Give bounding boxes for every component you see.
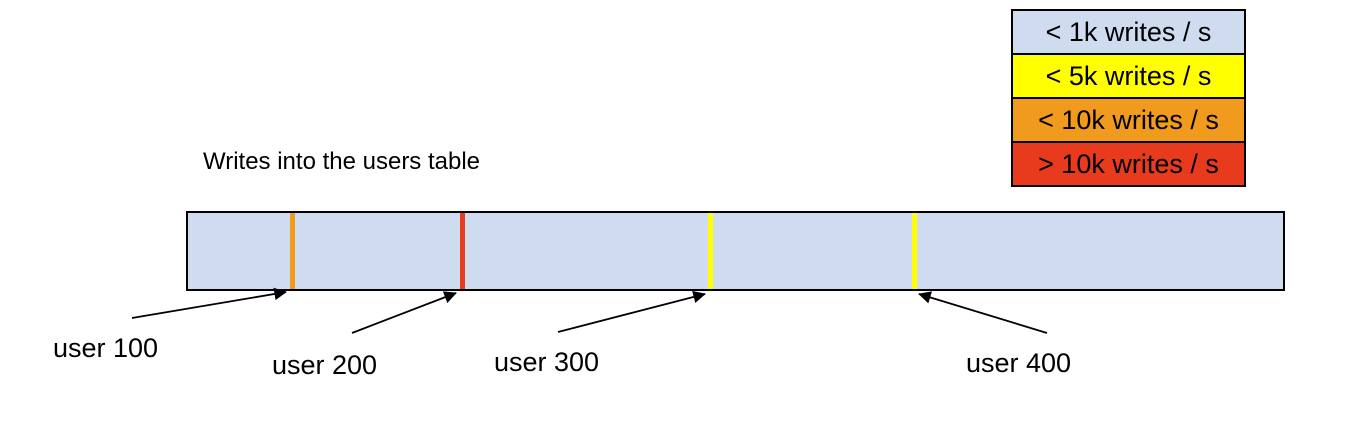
arrow-user-400 xyxy=(918,291,1048,334)
label-user-100: user 100 xyxy=(53,333,159,363)
legend-label-lt-5k: < 5k writes / s xyxy=(1045,60,1212,91)
legend-label-lt-1k: < 1k writes / s xyxy=(1045,16,1212,47)
write-hotspot-user-200 xyxy=(460,213,465,289)
legend-label-gt-10k: > 10k writes / s xyxy=(1038,148,1219,179)
write-hotspot-user-400 xyxy=(912,213,917,289)
users-table-band xyxy=(186,211,1285,291)
write-hotspot-user-300 xyxy=(708,213,713,289)
arrow-user-100 xyxy=(131,287,287,319)
legend-item-gt-10k: > 10k writes / s xyxy=(1011,141,1246,187)
legend-item-lt-5k: < 5k writes / s xyxy=(1011,53,1246,99)
legend-label-lt-10k: < 10k writes / s xyxy=(1038,104,1219,135)
label-user-200: user 200 xyxy=(272,350,378,380)
legend: < 1k writes / s < 5k writes / s < 10k wr… xyxy=(1011,9,1246,187)
write-hotspot-user-100 xyxy=(290,213,295,289)
legend-item-lt-1k: < 1k writes / s xyxy=(1011,9,1246,55)
label-user-400: user 400 xyxy=(966,348,1072,378)
arrow-user-300 xyxy=(557,290,706,333)
arrow-user-200 xyxy=(351,291,457,334)
diagram-title: Writes into the users table xyxy=(203,148,481,175)
label-user-300: user 300 xyxy=(494,347,600,377)
legend-item-lt-10k: < 10k writes / s xyxy=(1011,97,1246,143)
